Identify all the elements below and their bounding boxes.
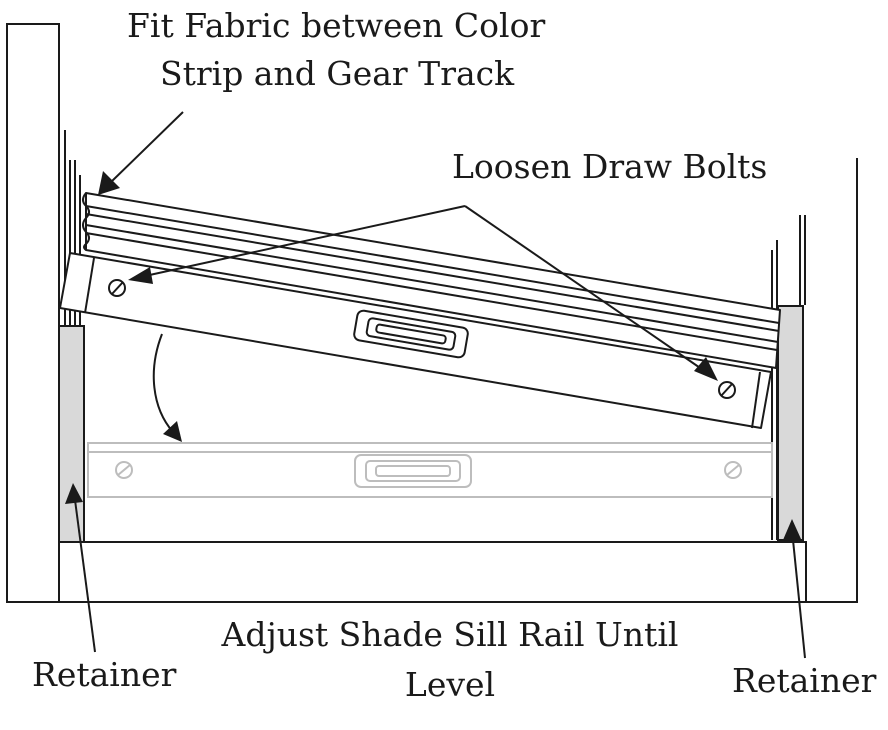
loosen-bolts-leader-right: [464, 205, 707, 373]
sill-base: [58, 541, 807, 603]
loosen-bolts-leader-left: [144, 205, 466, 277]
draw-bolt-right: [718, 381, 736, 399]
level-rail-ghost: [87, 442, 773, 498]
arrowhead-rotate-down: [163, 421, 182, 442]
retainer-left-label: Retainer: [32, 655, 177, 694]
retainer-left-shape: [58, 325, 85, 543]
retainer-right-label: Retainer: [732, 661, 877, 700]
adjust-sill-rail-label-line2: Level: [404, 665, 496, 704]
right-jamb: [806, 158, 858, 603]
arrowhead-bolt-right: [694, 357, 718, 381]
adjust-sill-rail-label-line1: Adjust Shade Sill Rail Until: [221, 615, 679, 654]
arrowhead-fit-fabric: [98, 171, 120, 195]
arrowhead-retainer-right: [783, 519, 801, 540]
fit-fabric-label-line1: Fit Fabric between Color: [127, 6, 546, 45]
arrowhead-bolt-left: [128, 267, 153, 284]
tilted-sill-rail: [59, 252, 772, 429]
arrowheads: [65, 171, 801, 540]
fit-fabric-leader: [109, 111, 184, 184]
arrowhead-retainer-left: [65, 483, 83, 504]
rotate-down-arrow-path: [152, 333, 174, 433]
left-jamb: [6, 23, 60, 603]
retainer-left-leader: [74, 499, 96, 653]
draw-bolt-left: [108, 279, 126, 297]
retainer-right-shape: [777, 305, 804, 541]
loosen-draw-bolts-label: Loosen Draw Bolts: [452, 147, 768, 186]
retainer-right-leader: [792, 539, 806, 659]
color-strip-gear-track: [82, 192, 781, 369]
leader-lines: [74, 111, 806, 659]
fit-fabric-label-line2: Strip and Gear Track: [160, 54, 515, 93]
